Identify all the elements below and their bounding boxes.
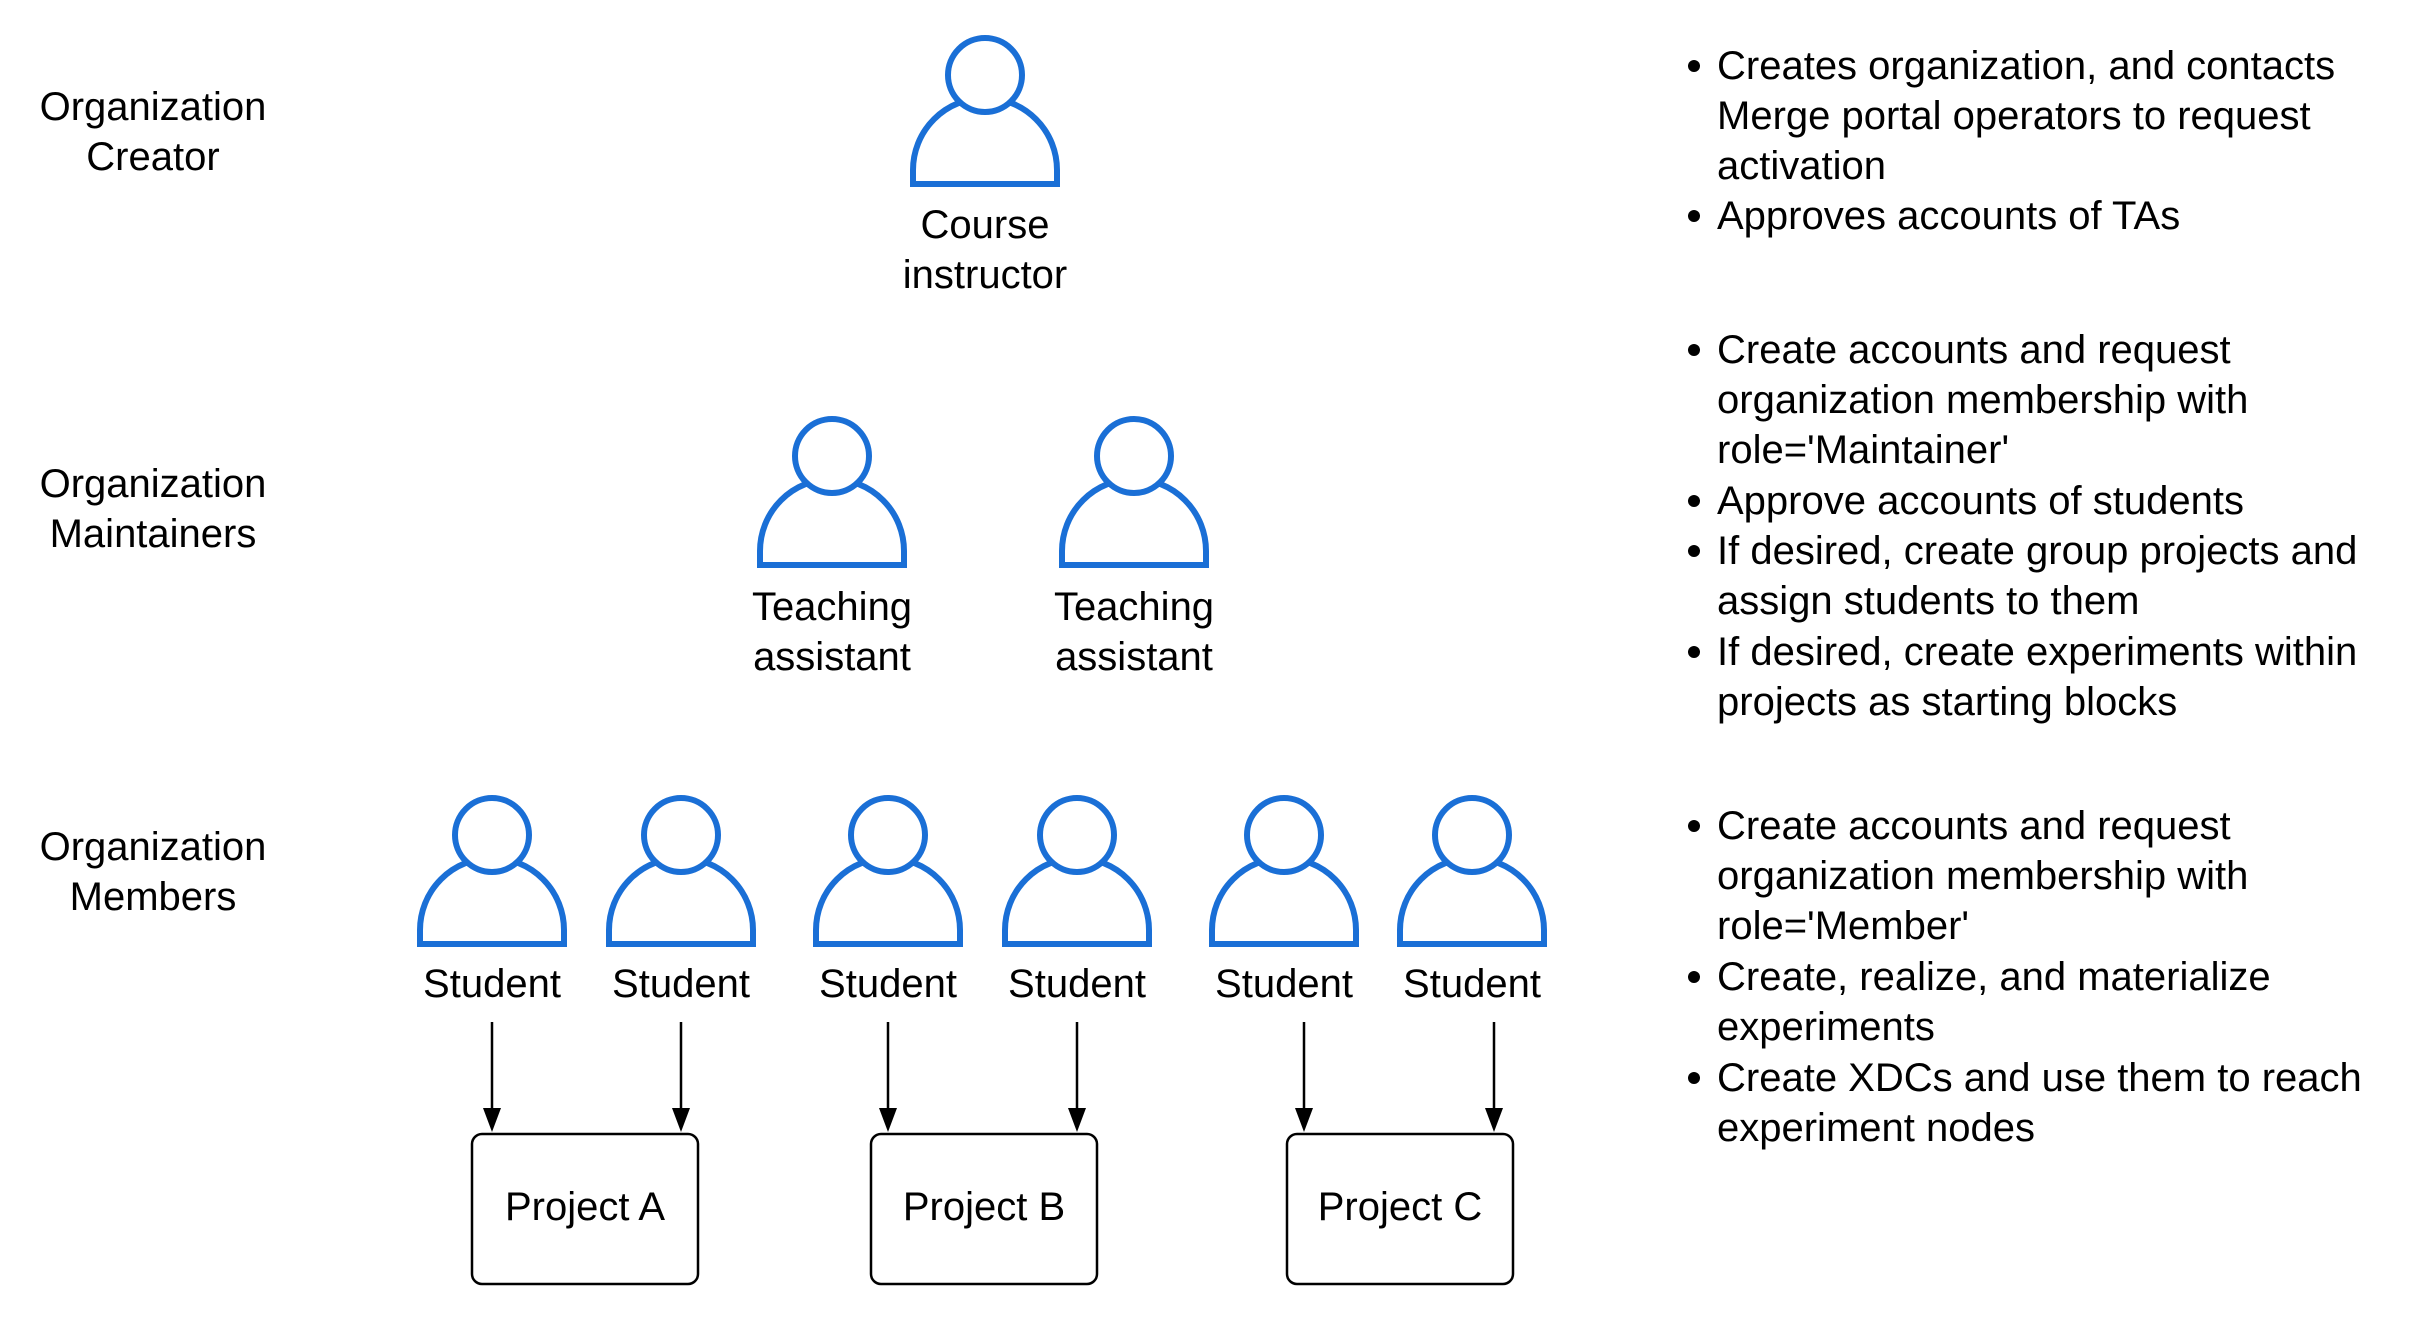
person-label-line: assistant (1055, 635, 1213, 679)
project-label: Project A (505, 1185, 665, 1229)
bullet-dot (1688, 344, 1700, 356)
assignment-arrow (1295, 1022, 1313, 1132)
role-label-line: Organization (40, 825, 267, 869)
person-label: Student (819, 962, 957, 1006)
person-icon (1397, 795, 1547, 947)
bullet-line: Merge portal operators to request (1717, 94, 2311, 138)
bullet-line: experiment nodes (1717, 1106, 2035, 1150)
bullet-list-maintainers: Create accounts and request organization… (1688, 328, 2357, 724)
project-box-b: Project B (869, 1132, 1099, 1286)
bullet-line: Create, realize, and materialize (1717, 955, 2271, 999)
bullet-dot (1688, 545, 1700, 557)
bullet-line: organization membership with (1717, 378, 2248, 422)
bullet-item: If desired, create group projects and as… (1688, 529, 2357, 623)
assignment-arrow (1068, 1022, 1086, 1132)
assignment-arrow (1485, 1022, 1503, 1132)
project-label: Project C (1318, 1185, 1483, 1229)
bullet-dot (1688, 820, 1700, 832)
person-icon (1059, 416, 1209, 568)
bullet-dot (1688, 646, 1700, 658)
person-icon (1209, 795, 1359, 947)
person-label: Student (1403, 962, 1541, 1006)
bullet-list-creator: Creates organization, and contacts Merge… (1688, 44, 2335, 238)
role-label-line: Maintainers (50, 512, 257, 556)
role-label-line: Creator (86, 135, 219, 179)
assignment-arrow (483, 1022, 501, 1132)
bullet-dot (1688, 210, 1700, 222)
bullet-line: organization membership with (1717, 854, 2248, 898)
person-label: Student (612, 962, 750, 1006)
role-label-creator: Organization Creator (40, 85, 267, 179)
project-box-c: Project C (1285, 1132, 1515, 1286)
person-student: Student (606, 795, 756, 1006)
bullet-line: projects as starting blocks (1717, 680, 2177, 724)
bullet-line: Create XDCs and use them to reach (1717, 1056, 2362, 1100)
role-label-maintainers: Organization Maintainers (40, 462, 267, 556)
person-student: Student (1002, 795, 1152, 1006)
person-label: Student (423, 962, 561, 1006)
project-label: Project B (903, 1185, 1065, 1229)
bullet-item: Approve accounts of students (1688, 479, 2244, 523)
bullet-dot (1688, 495, 1700, 507)
person-icon (757, 416, 907, 568)
bullet-line: If desired, create group projects and (1717, 529, 2357, 573)
bullet-item: Create, realize, and materialize experim… (1688, 955, 2271, 1049)
bullet-item: Create accounts and request organization… (1688, 328, 2248, 472)
assignment-arrow (879, 1022, 897, 1132)
person-icon (417, 795, 567, 947)
bullet-line: role='Maintainer' (1717, 428, 2009, 472)
bullet-list-members: Create accounts and request organization… (1688, 804, 2362, 1150)
person-label: Student (1008, 962, 1146, 1006)
person-instructor: Course instructor (903, 35, 1068, 297)
person-label-line: instructor (903, 253, 1068, 297)
person-student: Student (813, 795, 963, 1006)
person-label-line: Teaching (752, 585, 912, 629)
person-student: Student (417, 795, 567, 1006)
person-student: Student (1209, 795, 1359, 1006)
bullet-line: activation (1717, 144, 1886, 188)
bullet-item: If desired, create experiments within pr… (1688, 630, 2357, 724)
bullet-dot (1688, 60, 1700, 72)
bullet-line: Create accounts and request (1717, 804, 2231, 848)
bullet-line: role='Member' (1717, 904, 1969, 948)
bullet-line: Approve accounts of students (1717, 479, 2244, 523)
person-icon (910, 35, 1060, 187)
person-label-line: Teaching (1054, 585, 1214, 629)
person-teaching-assistant: Teaching assistant (752, 416, 912, 679)
person-icon (606, 795, 756, 947)
bullet-line: If desired, create experiments within (1717, 630, 2357, 674)
bullet-line: assign students to them (1717, 579, 2139, 623)
person-teaching-assistant: Teaching assistant (1054, 416, 1214, 679)
bullet-line: Create accounts and request (1717, 328, 2231, 372)
role-label-line: Organization (40, 85, 267, 129)
bullet-line: Approves accounts of TAs (1717, 194, 2180, 238)
person-label: Student (1215, 962, 1353, 1006)
bullet-line: experiments (1717, 1005, 1935, 1049)
project-box-a: Project A (470, 1132, 700, 1286)
person-label-line: assistant (753, 635, 911, 679)
assignment-arrow (672, 1022, 690, 1132)
person-student: Student (1397, 795, 1547, 1006)
person-label-line: Course (921, 203, 1050, 247)
bullet-dot (1688, 971, 1700, 983)
person-icon (813, 795, 963, 947)
role-label-members: Organization Members (40, 825, 267, 919)
bullet-item: Creates organization, and contacts Merge… (1688, 44, 2335, 188)
bullet-dot (1688, 1072, 1700, 1084)
person-icon (1002, 795, 1152, 947)
bullet-line: Creates organization, and contacts (1717, 44, 2335, 88)
bullet-item: Create accounts and request organization… (1688, 804, 2248, 948)
bullet-item: Create XDCs and use them to reach experi… (1688, 1056, 2362, 1150)
role-label-line: Members (70, 875, 237, 919)
bullet-item: Approves accounts of TAs (1688, 194, 2180, 238)
role-label-line: Organization (40, 462, 267, 506)
